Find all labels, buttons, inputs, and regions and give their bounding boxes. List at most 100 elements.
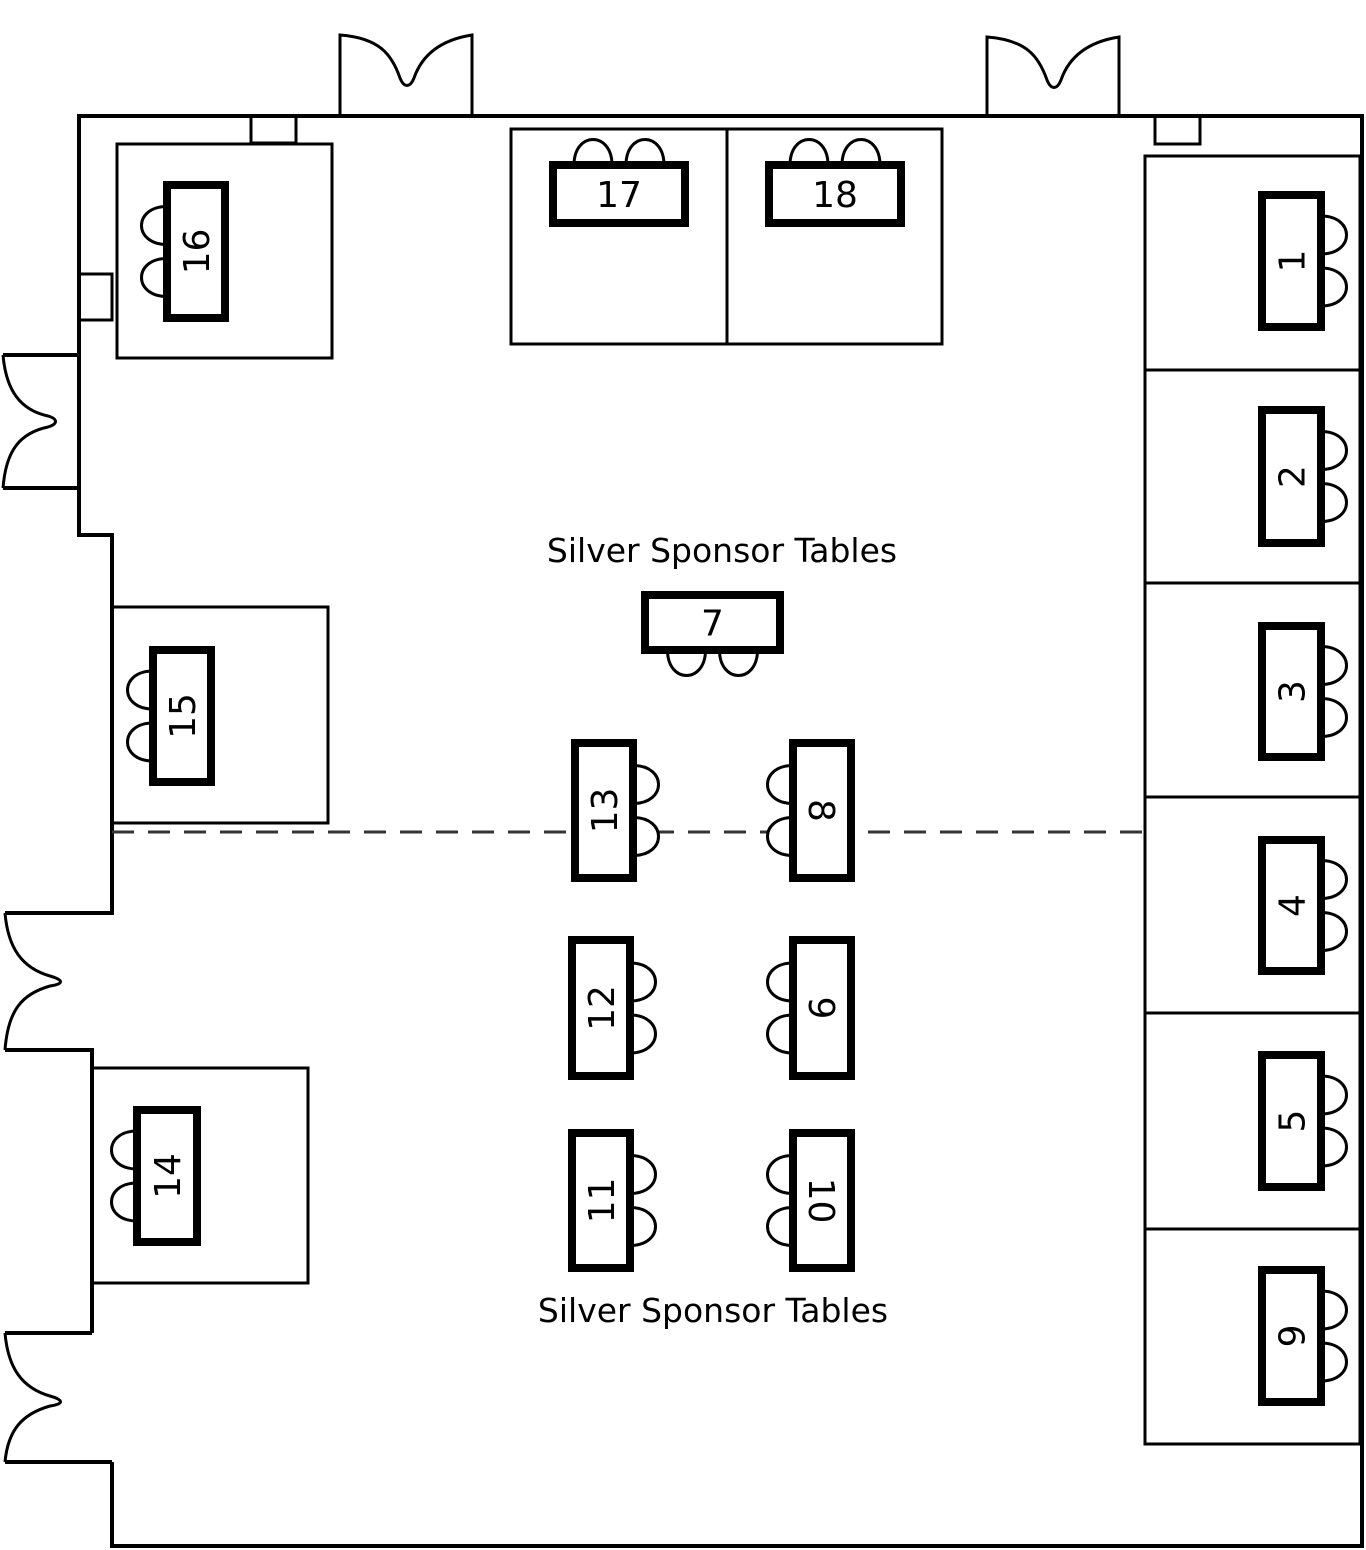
table-surface [765, 161, 905, 227]
chair-icon [140, 205, 168, 246]
chair-icon [1320, 214, 1348, 256]
chair-icon [629, 1013, 657, 1055]
chair-icon [140, 257, 168, 298]
table-number: 17 [596, 175, 642, 216]
booth-6 [1143, 1227, 1362, 1446]
chair-icon [1320, 1074, 1348, 1116]
table-3[interactable]: 3 [1258, 622, 1348, 761]
zone-label-bottom: Silver Sponsor Tables [538, 1291, 888, 1330]
chair-icon [1320, 697, 1348, 738]
table-surface [1258, 1051, 1325, 1191]
chair-icon [632, 816, 660, 857]
chair-icon [126, 669, 154, 711]
table-number: 4 [1273, 894, 1314, 917]
chair-icon [1320, 1341, 1348, 1383]
chair-icon [1320, 266, 1348, 308]
booth-5 [1143, 1011, 1362, 1231]
table-number: 15 [163, 693, 204, 739]
table-number: 9 [800, 997, 841, 1020]
chair-icon [1320, 430, 1348, 471]
table-2[interactable]: 2 [1258, 406, 1348, 547]
table-7[interactable]: 7 [641, 591, 784, 677]
table-surface [789, 739, 855, 882]
chair-icon [1320, 1126, 1348, 1168]
table-number: 11 [582, 1178, 623, 1224]
table-surface [1258, 191, 1325, 331]
table-number: 16 [177, 229, 218, 275]
chair-icon [1320, 911, 1348, 952]
table-11[interactable]: 11 [568, 1129, 657, 1272]
table-9[interactable]: 9 [766, 936, 855, 1080]
table-6[interactable]: 6 [1258, 1266, 1348, 1406]
door-left-3 [3, 1332, 62, 1463]
door-left-1 [1, 354, 57, 489]
table-surface [1258, 836, 1325, 975]
chair-icon [788, 138, 830, 166]
table-surface [789, 936, 855, 1080]
table-18[interactable]: 18 [765, 138, 905, 227]
table-surface [149, 646, 215, 786]
chair-icon [766, 1206, 794, 1247]
chair-icon [629, 961, 657, 1003]
booth-4 [1143, 795, 1362, 1015]
table-surface [1258, 406, 1325, 547]
table-surface [549, 161, 689, 227]
table-number: 2 [1273, 465, 1314, 488]
outer-wall [3, 114, 1364, 1548]
table-surface [1258, 622, 1325, 761]
chair-icon [1320, 1289, 1348, 1331]
chair-icon [126, 721, 154, 763]
table-12[interactable]: 12 [568, 936, 657, 1080]
table-surface [641, 591, 784, 654]
chair-icon [766, 816, 794, 857]
table-surface [789, 1129, 855, 1272]
chair-icon [766, 961, 794, 1003]
chair-icon [1320, 645, 1348, 686]
table-number: 1 [1273, 250, 1314, 273]
door-left-2 [3, 912, 62, 1051]
table-number: 6 [1270, 1325, 1311, 1348]
chair-icon [572, 138, 614, 166]
chair-icon [1320, 482, 1348, 523]
table-surface [163, 181, 229, 322]
table-8[interactable]: 8 [766, 739, 855, 882]
table-number: 12 [582, 985, 623, 1031]
chair-icon [629, 1206, 657, 1247]
booth-1 [1143, 154, 1362, 372]
table-15[interactable]: 15 [126, 646, 215, 786]
table-14[interactable]: 14 [110, 1106, 201, 1246]
booth-3 [1143, 581, 1362, 799]
booth-14 [90, 1066, 310, 1285]
chair-icon [110, 1181, 138, 1223]
table-number: 3 [1273, 680, 1314, 703]
chair-icon [666, 649, 707, 677]
door-top-left [338, 33, 474, 115]
chair-icon [840, 138, 882, 166]
table-number: 10 [800, 1178, 841, 1224]
table-number: 14 [148, 1153, 189, 1199]
table-surface [1258, 1266, 1325, 1406]
table-number: 5 [1273, 1110, 1314, 1133]
table-1[interactable]: 1 [1258, 191, 1348, 331]
table-10[interactable]: 10 [766, 1129, 855, 1272]
table-number: 8 [800, 799, 841, 822]
chair-icon [766, 1013, 794, 1055]
chair-icon [632, 764, 660, 805]
table-5[interactable]: 5 [1258, 1051, 1348, 1191]
table-surface [568, 936, 634, 1080]
door-top-right [985, 35, 1121, 115]
column-box [77, 272, 114, 322]
chair-icon [1320, 859, 1348, 900]
chair-icon [629, 1154, 657, 1195]
booth-16 [115, 142, 334, 360]
booth-18 [725, 127, 944, 346]
chair-icon [766, 764, 794, 805]
booth-15 [110, 605, 330, 825]
chair-icon [766, 1154, 794, 1195]
table-number: 13 [585, 788, 626, 834]
table-4[interactable]: 4 [1258, 836, 1348, 975]
table-surface [571, 739, 637, 882]
table-13[interactable]: 13 [571, 739, 660, 882]
table-16[interactable]: 16 [140, 181, 229, 322]
table-17[interactable]: 17 [549, 138, 689, 227]
